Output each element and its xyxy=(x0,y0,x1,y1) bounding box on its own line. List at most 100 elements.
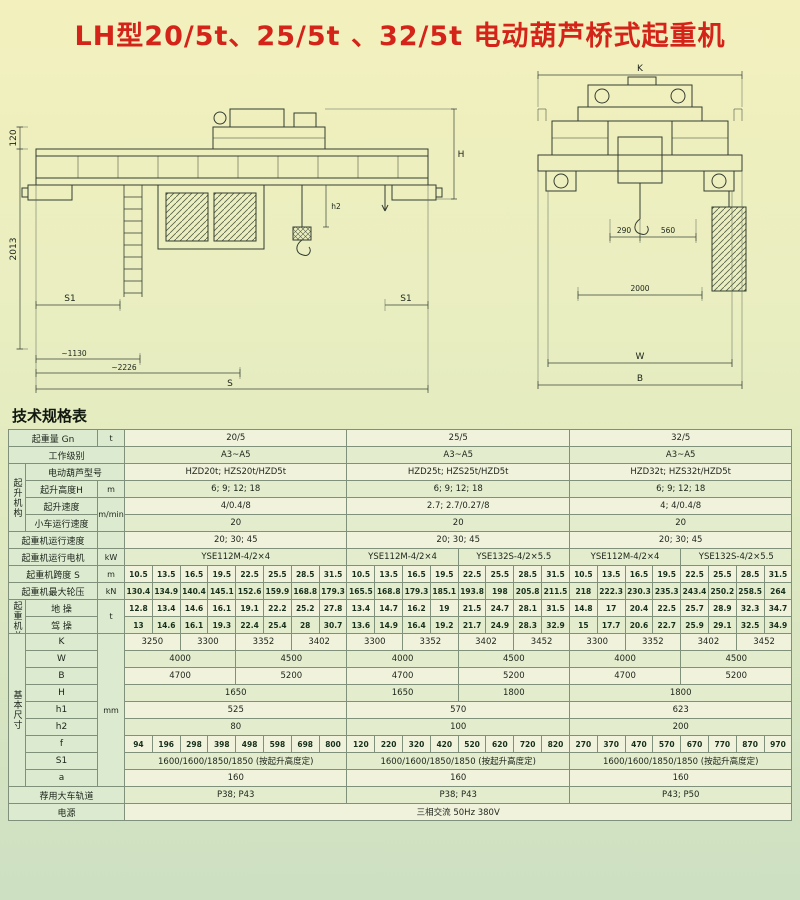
value-cell: 22.5 xyxy=(680,565,709,583)
unit-cell: t xyxy=(97,429,126,447)
value-cell: 13 xyxy=(124,616,153,634)
value-cell: 230.3 xyxy=(624,582,654,600)
value-cell: 4000 xyxy=(568,650,682,668)
value-cell: 16.5 xyxy=(402,565,431,583)
row-label: 起升高度H xyxy=(24,480,99,498)
value-cell: 470 xyxy=(624,735,654,753)
value-cell: 12.8 xyxy=(124,599,153,617)
value-cell: 32.9 xyxy=(541,616,570,634)
value-cell: 14.7 xyxy=(374,599,404,617)
value-cell: 4/0.4/8 xyxy=(124,497,348,515)
value-cell: 25.9 xyxy=(680,616,709,634)
value-cell: 32.5 xyxy=(735,616,765,634)
value-cell: A3~A5 xyxy=(346,446,570,464)
row-label: 起重量 Gn xyxy=(7,429,99,447)
value-cell: 25.4 xyxy=(263,616,292,634)
dim-label-b: B xyxy=(637,374,643,384)
value-cell: 10.5 xyxy=(346,565,376,583)
value-cell: 6; 9; 12; 18 xyxy=(124,480,348,498)
value-cell: 31.5 xyxy=(318,565,348,583)
row-label: W xyxy=(24,650,99,668)
value-cell: YSE112M-4/2×4 xyxy=(568,548,682,566)
value-cell: 22.5 xyxy=(652,599,682,617)
value-cell: 5200 xyxy=(235,667,348,685)
value-cell: 222.3 xyxy=(596,582,626,600)
value-cell: 370 xyxy=(596,735,626,753)
row-label: 小车运行速度 xyxy=(24,514,99,532)
value-cell: 3352 xyxy=(235,633,292,651)
value-cell: 4000 xyxy=(124,650,237,668)
value-cell: 198 xyxy=(485,582,515,600)
value-cell: 14.9 xyxy=(374,616,404,634)
value-cell: 16.1 xyxy=(179,616,209,634)
value-cell: 4500 xyxy=(457,650,570,668)
value-cell: 168.8 xyxy=(290,582,320,600)
value-cell: 570 xyxy=(652,735,682,753)
value-cell: 243.4 xyxy=(680,582,709,600)
dim-label-s1-left: S1 xyxy=(64,294,75,304)
unit-cell xyxy=(97,531,126,549)
value-cell: 1800 xyxy=(457,684,570,702)
hoist-position-arrow xyxy=(381,185,389,212)
value-cell: 159.9 xyxy=(263,582,292,600)
value-cell: P38; P43 xyxy=(346,786,570,804)
value-cell: 28.5 xyxy=(290,565,320,583)
value-cell: 20.6 xyxy=(624,616,654,634)
row-label: a xyxy=(24,769,99,787)
bridge-girder xyxy=(35,148,429,186)
value-cell: 140.4 xyxy=(179,582,209,600)
hoist-machinery xyxy=(587,76,693,108)
value-cell: 10.5 xyxy=(568,565,598,583)
end-carriage-right xyxy=(391,184,437,201)
value-cell: 1600/1600/1850/1850 (按起升高度定) xyxy=(124,752,348,770)
value-cell: 698 xyxy=(290,735,320,753)
value-cell: 270 xyxy=(568,735,598,753)
value-cell: 770 xyxy=(707,735,737,753)
value-cell: 250.2 xyxy=(707,582,737,600)
value-cell: 25.5 xyxy=(707,565,737,583)
value-cell: 4500 xyxy=(235,650,348,668)
value-cell: 25.5 xyxy=(485,565,515,583)
dim-label-290: 290 xyxy=(617,226,632,235)
value-cell: 20/5 xyxy=(124,429,348,447)
value-cell: 264 xyxy=(763,582,793,600)
value-cell: 420 xyxy=(429,735,459,753)
value-cell: 13.5 xyxy=(596,565,626,583)
value-cell: 3402 xyxy=(457,633,515,651)
dim-label-2000: 2000 xyxy=(630,284,649,293)
value-cell: 720 xyxy=(513,735,543,753)
value-cell: 3250 xyxy=(124,633,181,651)
value-cell: 498 xyxy=(235,735,264,753)
value-cell: 145.1 xyxy=(207,582,237,600)
row-label: B xyxy=(24,667,99,685)
value-cell: 28.5 xyxy=(513,565,543,583)
row-group-label: 起重机总重 xyxy=(8,599,26,634)
value-cell: 1800 xyxy=(568,684,793,702)
row-label: 电动葫芦型号 xyxy=(24,463,126,481)
hoist-body xyxy=(617,136,663,235)
value-cell: 120 xyxy=(346,735,376,753)
value-cell: 24.7 xyxy=(485,599,515,617)
value-cell: HZD32t; HZS32t/HZD5t xyxy=(568,463,793,481)
row-group-label: 起升机构 xyxy=(8,463,26,532)
value-cell: 160 xyxy=(124,769,348,787)
value-cell: YSE112M-4/2×4 xyxy=(124,548,348,566)
row-label: S1 xyxy=(24,752,99,770)
value-cell: 820 xyxy=(541,735,570,753)
value-cell: 20 xyxy=(568,514,793,532)
value-cell: 14.6 xyxy=(179,599,209,617)
value-cell: 25.2 xyxy=(290,599,320,617)
value-cell: 1650 xyxy=(124,684,348,702)
value-cell: 20 xyxy=(124,514,348,532)
value-cell: 34.7 xyxy=(763,599,793,617)
table-heading: 技术规格表 xyxy=(12,407,88,425)
value-cell: 16.1 xyxy=(207,599,237,617)
value-cell: 258.5 xyxy=(735,582,765,600)
